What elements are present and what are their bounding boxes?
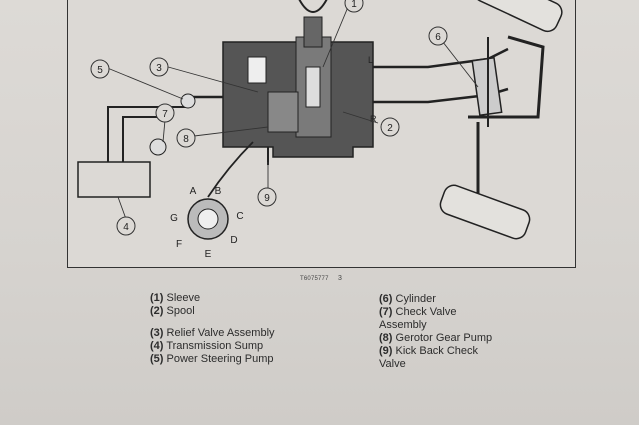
port-a: A xyxy=(190,186,197,197)
leader-lines xyxy=(104,6,479,220)
legend-item-9: (9) Kick Back Check Valve xyxy=(379,345,499,371)
power-steering-pump xyxy=(180,93,196,109)
housing-port-block xyxy=(267,91,299,133)
callout-2: 2 xyxy=(387,123,393,134)
pump-connection-arrow xyxy=(207,141,254,198)
port-b: B xyxy=(215,186,222,197)
leader-1 xyxy=(322,6,349,68)
callout-circle-3 xyxy=(149,57,169,77)
callout-7: 7 xyxy=(162,109,168,120)
steering-column xyxy=(298,0,328,13)
mark-l: L xyxy=(368,55,373,65)
callout-circle-1 xyxy=(344,0,364,13)
port-c: C xyxy=(236,211,243,222)
legend-num: (3) xyxy=(150,327,164,339)
callout-circle-5 xyxy=(90,59,110,79)
leader-2 xyxy=(342,111,379,124)
callout-6: 6 xyxy=(435,32,441,43)
legend-num: (4) xyxy=(150,340,164,352)
callout-circle-8 xyxy=(176,128,196,148)
legend-num: (1) xyxy=(150,292,164,304)
leader-4 xyxy=(117,196,127,220)
legend-text: Kick Back Check Valve xyxy=(379,345,479,370)
legend-num: (9) xyxy=(379,345,393,357)
leader-7 xyxy=(162,119,166,143)
port-g: G xyxy=(170,213,178,224)
legend-num: (5) xyxy=(150,353,164,365)
callout-numbers: 1 2 3 4 5 6 7 8 9 xyxy=(97,0,441,233)
cylinder xyxy=(471,56,503,117)
legend-num: (6) xyxy=(379,293,393,305)
callout-5: 5 xyxy=(97,65,103,76)
steering-system-diagram: L R xyxy=(77,0,563,260)
legend-item-2: (2) Spool xyxy=(150,305,300,318)
line-l xyxy=(373,47,509,69)
callout-circles xyxy=(90,0,448,236)
leader-6 xyxy=(438,36,479,88)
callout-circle-9 xyxy=(257,187,277,207)
port-letters: A B C D E F G xyxy=(170,186,244,260)
legend-item-6: (6) Cylinder xyxy=(379,293,499,306)
legend-text: Power Steering Pump xyxy=(166,353,274,365)
port-e: E xyxy=(205,249,212,260)
callout-4: 4 xyxy=(123,222,129,233)
figure-id: T6075777 xyxy=(300,276,329,282)
figure-number: 3 xyxy=(338,275,342,282)
callout-circle-4 xyxy=(116,216,136,236)
legend-right: (6) Cylinder (7) Check Valve Assembly (8… xyxy=(379,293,499,371)
legend-text: Spool xyxy=(166,305,195,317)
legend-item-5: (5) Power Steering Pump xyxy=(150,353,300,366)
legend-text: Relief Valve Assembly xyxy=(166,327,275,339)
callout-circle-7 xyxy=(155,103,175,123)
legend-text: Sleeve xyxy=(166,292,201,304)
callout-circle-6 xyxy=(428,26,448,46)
legend-num: (2) xyxy=(150,305,164,317)
transmission-sump xyxy=(77,161,151,198)
steering-linkage xyxy=(468,35,545,119)
hydraulic-diagram-frame: L R xyxy=(67,0,576,268)
callout-1: 1 xyxy=(351,0,357,10)
legend-item-7: (7) Check Valve Assembly xyxy=(379,306,499,332)
gerotor-rotor xyxy=(197,208,219,230)
leader-5 xyxy=(104,66,184,100)
leader-3 xyxy=(160,64,259,93)
legend-item-4: (4) Transmission Sump xyxy=(150,340,300,353)
mark-r: R xyxy=(370,114,377,124)
front-tire-bottom xyxy=(439,184,531,240)
return-line xyxy=(107,106,188,162)
spool-body xyxy=(305,66,321,108)
check-valve-assembly xyxy=(149,138,167,156)
callout-3: 3 xyxy=(156,63,162,74)
front-tire-top xyxy=(473,0,563,33)
legend-item-8: (8) Gerotor Gear Pump xyxy=(379,332,499,345)
legend-text: Cylinder xyxy=(395,293,436,305)
legend-left: (1) Sleeve (2) Spool (3) Relief Valve As… xyxy=(150,292,300,366)
legend-text: Check Valve Assembly xyxy=(379,306,457,331)
callout-8: 8 xyxy=(183,134,189,145)
legend-item-3: (3) Relief Valve Assembly xyxy=(150,327,300,340)
callout-circle-2 xyxy=(380,117,400,137)
port-d: D xyxy=(230,235,237,246)
steering-shaft xyxy=(303,16,323,48)
callout-9: 9 xyxy=(264,193,270,204)
relief-valve-body xyxy=(247,56,267,84)
legend-num: (8) xyxy=(379,332,393,344)
port-f: F xyxy=(176,239,182,250)
legend-text: Gerotor Gear Pump xyxy=(395,332,493,344)
legend-text: Transmission Sump xyxy=(166,340,264,352)
legend-num: (7) xyxy=(379,306,393,318)
leader-8 xyxy=(185,126,269,138)
legend-item-1: (1) Sleeve xyxy=(150,292,300,305)
suction-line xyxy=(122,116,163,162)
